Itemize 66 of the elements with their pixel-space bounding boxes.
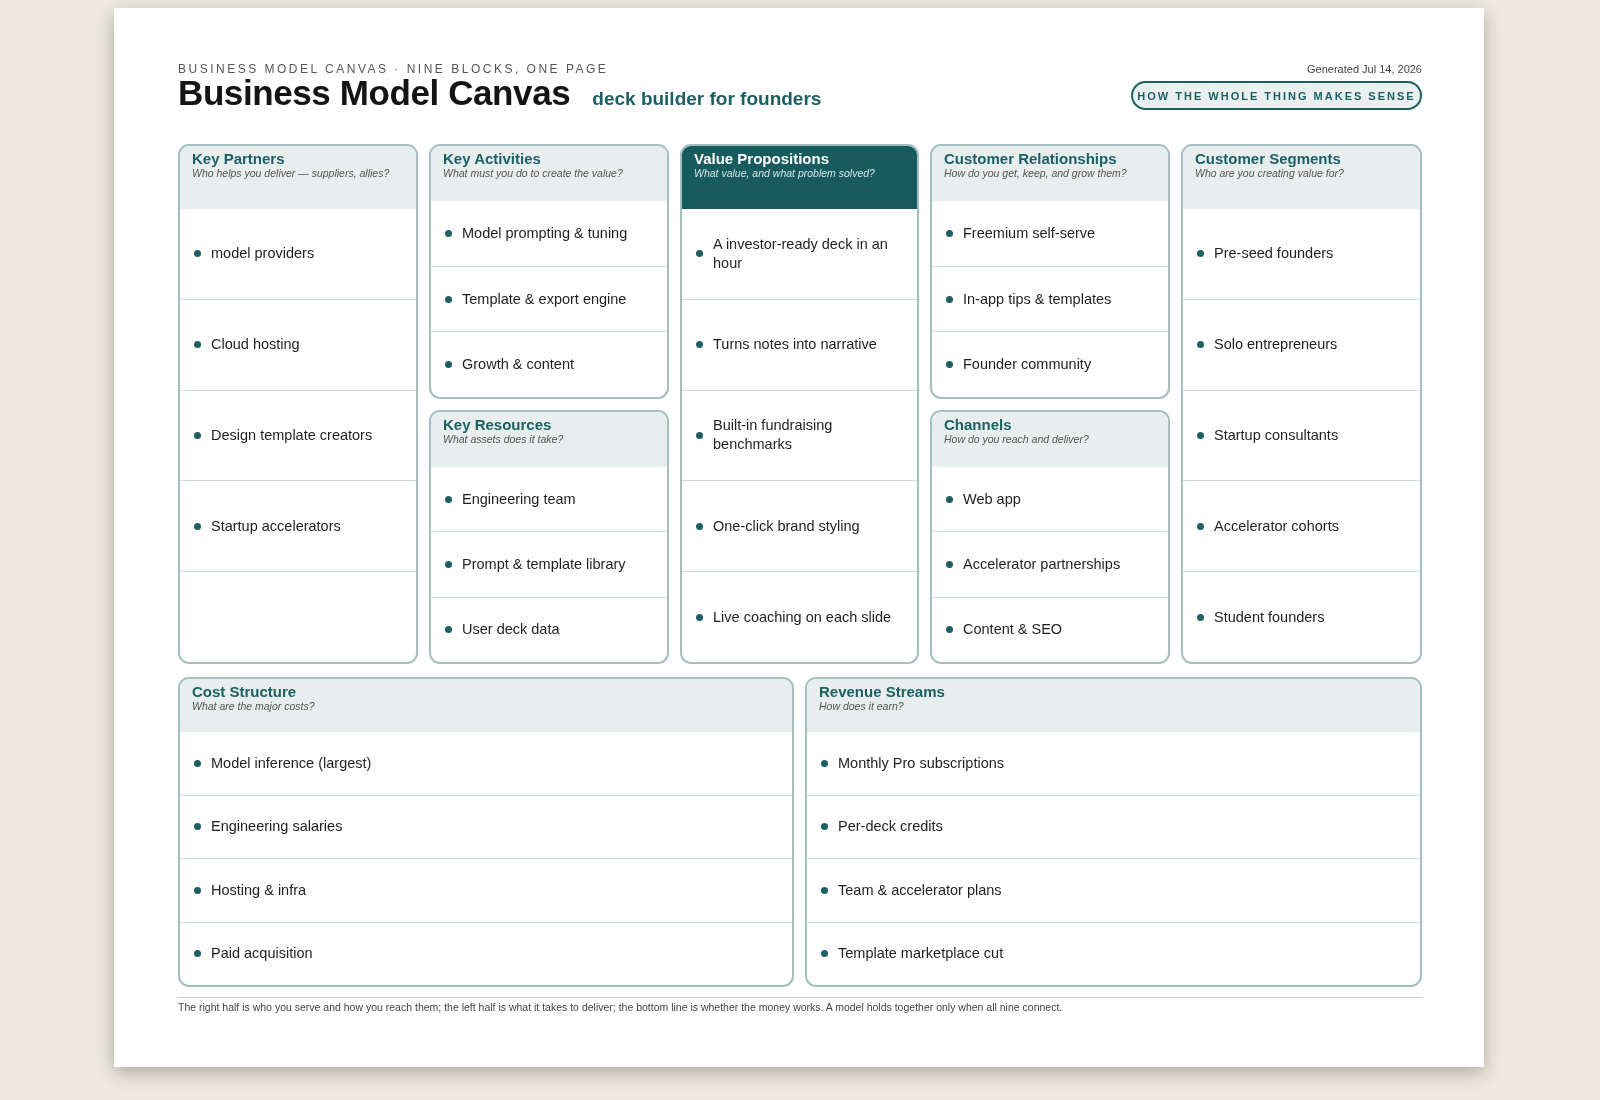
list-item-text: Monthly Pro subscriptions bbox=[838, 753, 1004, 773]
list-item-text: Student founders bbox=[1214, 607, 1325, 627]
canvas-block bbox=[930, 144, 1170, 399]
canvas-block bbox=[930, 410, 1170, 664]
list-item-text: Web app bbox=[963, 489, 1021, 509]
canvas-block bbox=[178, 144, 418, 664]
list-item-text: Cloud hosting bbox=[211, 335, 300, 355]
list-item-text: Turns notes into narrative bbox=[713, 335, 877, 355]
list-item-text: Paid acquisition bbox=[211, 944, 313, 964]
page-title: Business Model Canvas bbox=[178, 73, 571, 113]
list-item-text: model providers bbox=[211, 244, 315, 264]
block-question: What assets does it take? bbox=[443, 433, 565, 445]
list-item-text: Live coaching on each slide bbox=[713, 607, 892, 627]
block-title: Customer Relationships bbox=[944, 150, 1118, 167]
block-title: Revenue Streams bbox=[819, 683, 946, 700]
block-title: Channels bbox=[944, 416, 1013, 433]
list-item-text: Startup consultants bbox=[1214, 426, 1339, 445]
list-item-text: Per-deck credits bbox=[838, 817, 943, 837]
canvas-block bbox=[429, 144, 669, 399]
block-title: Key Activities bbox=[443, 150, 542, 167]
list-item-text: Team & accelerator plans bbox=[838, 880, 1002, 900]
block-question: Who are you creating value for? bbox=[1195, 167, 1345, 179]
canvas-block bbox=[178, 677, 794, 987]
block-title: Key Partners bbox=[192, 150, 286, 167]
list-item-text: One-click brand styling bbox=[713, 516, 860, 536]
list-item-text: Template & export engine bbox=[462, 289, 627, 309]
block-question: What value, and what problem solved? bbox=[694, 167, 876, 179]
list-item-text: Engineering team bbox=[462, 489, 576, 509]
list-item-text: Pre-seed founders bbox=[1214, 244, 1334, 264]
block-title: Key Resources bbox=[443, 416, 553, 433]
subtitle-text: deck builder for founders bbox=[592, 88, 822, 110]
list-item-text: Built-in fundraising benchmarks bbox=[713, 416, 834, 455]
block-title: Customer Segments bbox=[1195, 150, 1342, 167]
block-question: Who helps you deliver — suppliers, allies? bbox=[192, 167, 391, 179]
list-item-text: Founder community bbox=[963, 355, 1092, 375]
list-item-text: Model inference (largest) bbox=[211, 753, 372, 773]
block-title: Cost Structure bbox=[192, 683, 298, 700]
list-item-text: Design template creators bbox=[211, 426, 373, 445]
footer-note: The right half is who you serve and how you reach them; the left half is what it takes to deliver; the bottom line is whether the money works. A model holds together only when all nine connect. bbox=[178, 1001, 1063, 1013]
list-item-text: Growth & content bbox=[462, 355, 575, 375]
block-question: What are the major costs? bbox=[192, 700, 316, 712]
canvas-block bbox=[1181, 144, 1422, 664]
list-item-text: Accelerator partnerships bbox=[963, 555, 1121, 574]
list-item-text: Content & SEO bbox=[963, 620, 1063, 640]
block-question: How does it earn? bbox=[819, 700, 905, 712]
block-question: How do you reach and deliver? bbox=[944, 433, 1090, 445]
canvas-block bbox=[429, 410, 669, 664]
block-question: How do you get, keep, and grow them? bbox=[944, 167, 1128, 179]
list-item-text: Prompt & template library bbox=[462, 555, 626, 574]
list-item-text: In-app tips & templates bbox=[963, 289, 1112, 309]
canvas-block bbox=[680, 144, 919, 664]
list-item-text: A investor-ready deck in an hour bbox=[713, 234, 889, 273]
list-item-text: Solo entrepreneurs bbox=[1214, 335, 1338, 355]
list-item-text: Freemium self-serve bbox=[963, 223, 1096, 243]
list-item-text: Model prompting & tuning bbox=[462, 223, 628, 243]
list-item-text: User deck data bbox=[462, 620, 560, 640]
outlined-pill-label: HOW THE WHOLE THING MAKES SENSE bbox=[1131, 81, 1422, 110]
list-item-text: Hosting & infra bbox=[211, 880, 307, 900]
list-item-text: Accelerator cohorts bbox=[1214, 516, 1339, 536]
block-title: Value Propositions bbox=[694, 150, 831, 167]
block-question: What must you do to create the value? bbox=[443, 167, 624, 179]
kicker-text: BUSINESS MODEL CANVAS · NINE BLOCKS, ONE PAGE bbox=[178, 62, 609, 76]
list-item-text: Engineering salaries bbox=[211, 817, 343, 837]
canvas-block bbox=[805, 677, 1422, 987]
list-item-text: Template marketplace cut bbox=[838, 944, 1004, 964]
list-item-text: Startup accelerators bbox=[211, 516, 341, 536]
